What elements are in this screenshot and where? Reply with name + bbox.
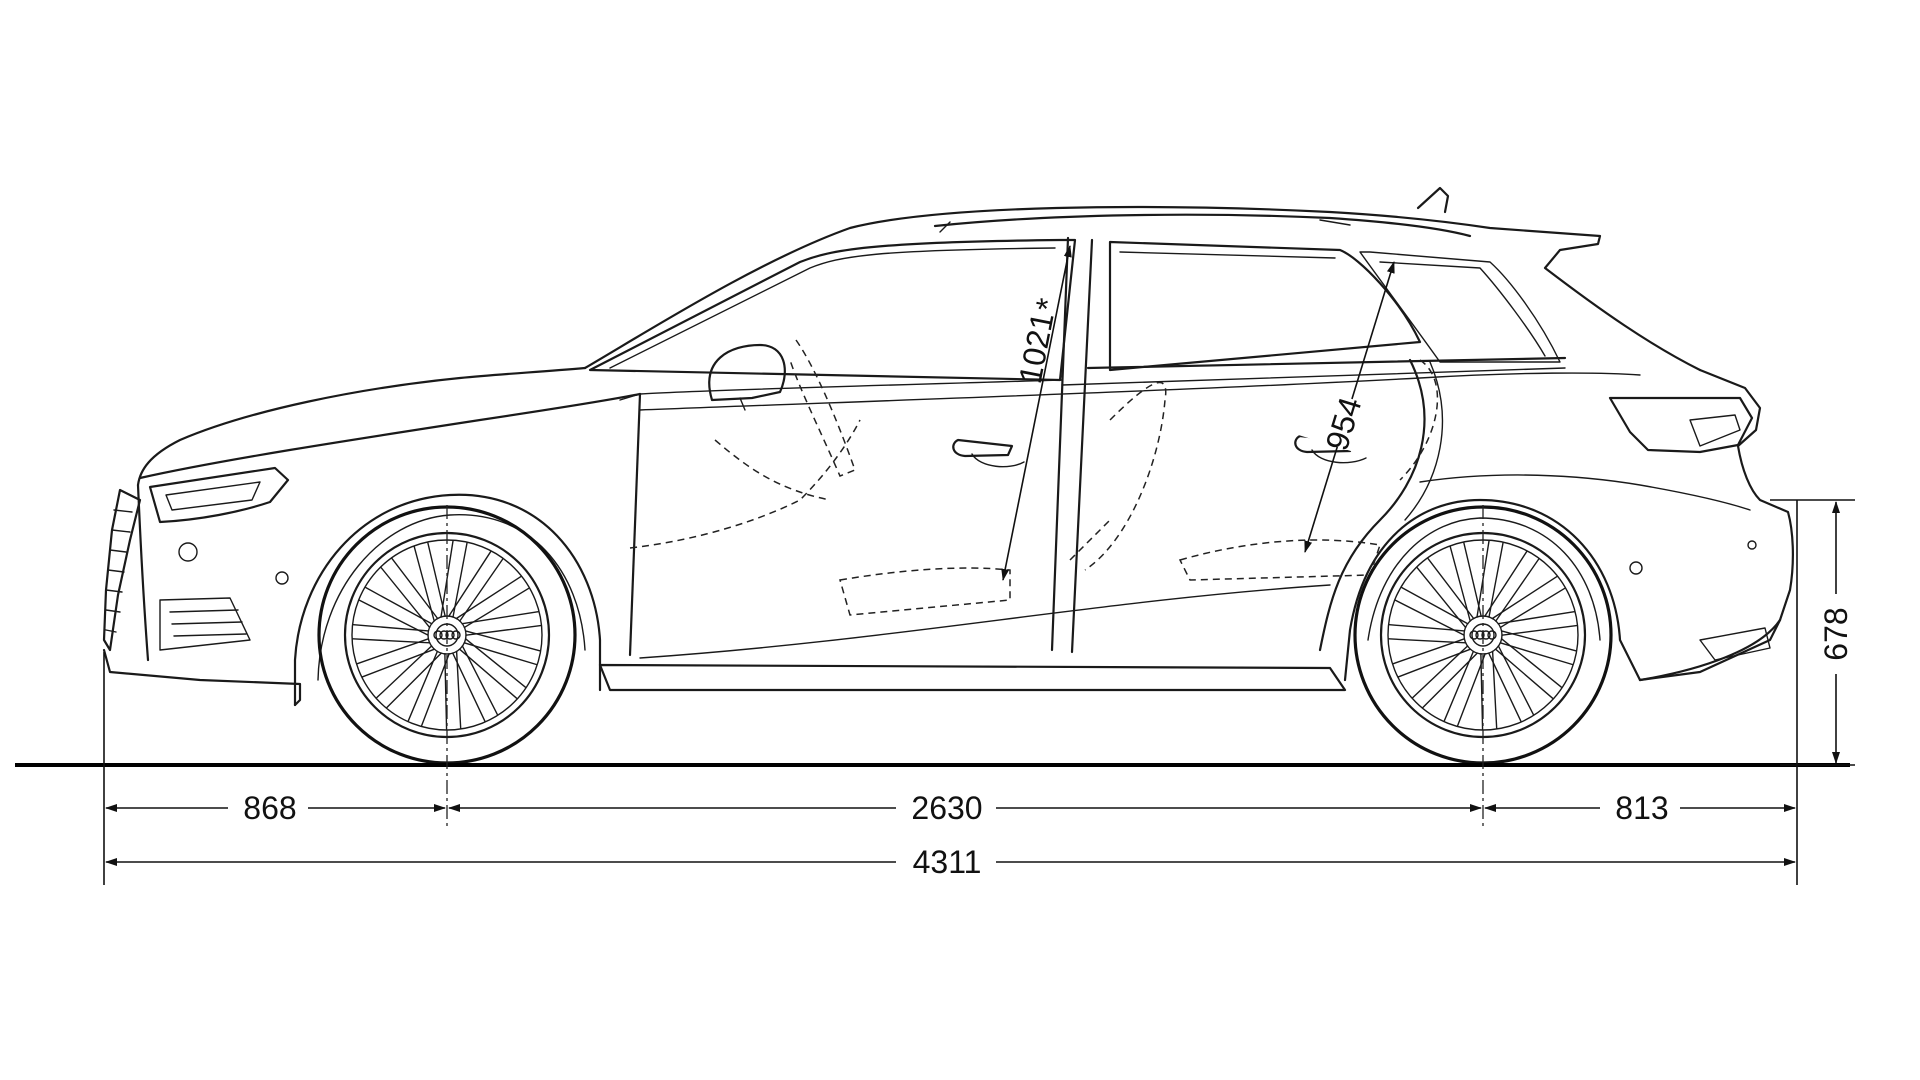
audi-rings-icon xyxy=(433,630,461,640)
dimension-rear-height-label: 678 xyxy=(1818,607,1854,660)
dimension-overall-length-label: 4311 xyxy=(913,844,982,880)
dimension-overall-length: 4311 xyxy=(105,842,1796,882)
dimension-rear-overhang-label: 813 xyxy=(1615,790,1668,826)
dimension-front-headroom-label: 1021 xyxy=(1012,310,1061,387)
audi-rings-icon xyxy=(1469,630,1497,640)
dimension-front-headroom: 1021 * xyxy=(1001,245,1072,581)
dimension-rear-overhang: 813 xyxy=(1484,788,1796,828)
dimension-front-overhang: 868 xyxy=(105,788,446,828)
dimension-rear-headroom: 954 xyxy=(1289,261,1395,553)
dimension-wheelbase: 2630 xyxy=(448,788,1482,828)
dimension-front-overhang-label: 868 xyxy=(243,790,296,826)
extension-lines xyxy=(103,499,1855,885)
dimension-wheelbase-label: 2630 xyxy=(911,790,982,826)
car-body xyxy=(102,186,1794,707)
dimension-rear-height: 678 xyxy=(1818,501,1858,764)
